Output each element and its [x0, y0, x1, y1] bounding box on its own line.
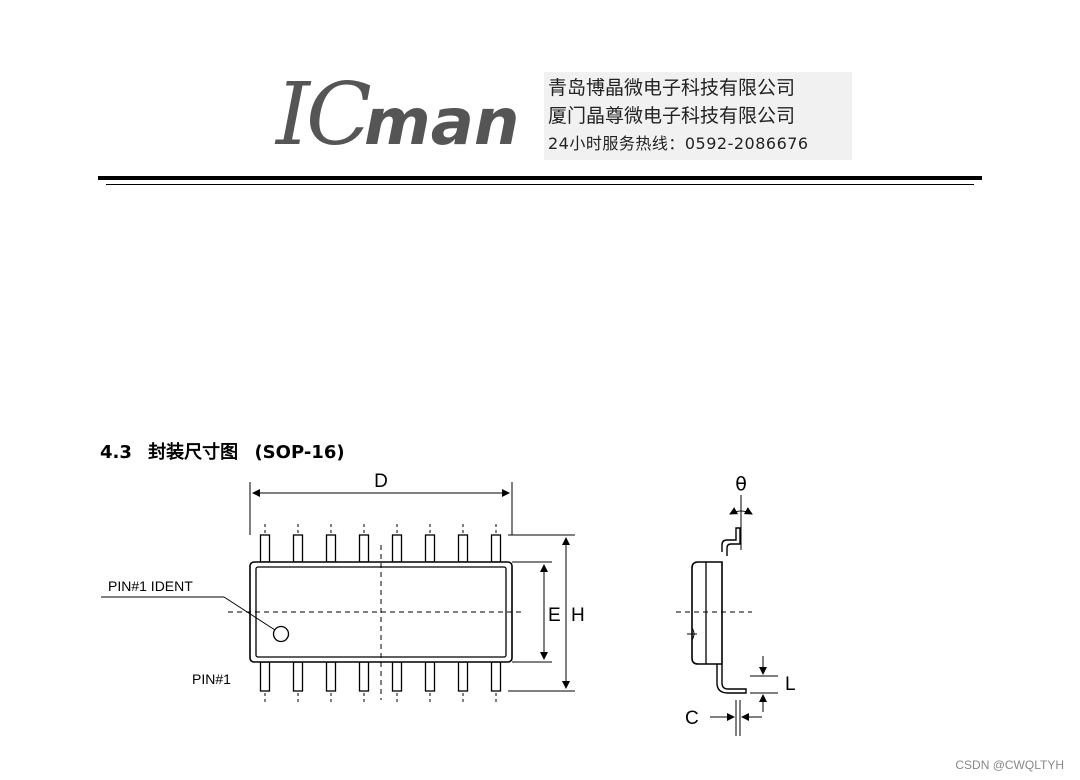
- svg-text:I: I: [274, 65, 312, 158]
- svg-text:C: C: [306, 65, 372, 158]
- header-rule-thin: [106, 184, 974, 185]
- dim-d-label: D: [374, 471, 388, 492]
- section-title-text: 封装尺寸图: [148, 442, 239, 463]
- pin-top-15: [292, 534, 304, 563]
- side-view: θ L C: [676, 473, 796, 736]
- dim-e-label: E: [548, 605, 561, 626]
- pin1-leader-d: [223, 596, 276, 631]
- pin1-dot: [272, 625, 290, 643]
- pin-bottom-5: [391, 661, 403, 692]
- pin-top-11: [424, 534, 436, 563]
- dim-l-label: L: [785, 674, 796, 695]
- pin-top-10: [457, 534, 469, 563]
- pin-bottom-1: [259, 661, 271, 692]
- theta-label: θ: [735, 473, 747, 495]
- section-package-name: (SOP-16): [254, 442, 345, 463]
- theta-arc: [729, 507, 753, 515]
- pin-bottom-3: [325, 661, 337, 692]
- pin-top-12: [391, 534, 403, 563]
- side-lead-upper: [721, 527, 741, 556]
- pin-top-14: [325, 534, 337, 563]
- pin-bottom-8: [490, 661, 502, 692]
- company-name-xiamen: 厦门晶尊微电子科技有限公司: [548, 105, 796, 127]
- pin-bottom-2: [292, 661, 304, 692]
- header-rule-thick: [98, 176, 982, 180]
- pin1-ident-label: PIN#1 IDENT: [108, 578, 193, 594]
- company-name-qingdao: 青岛博晶微电子科技有限公司: [548, 77, 796, 99]
- svg-text:man: man: [364, 86, 519, 158]
- icman-logo: I C man: [274, 65, 519, 158]
- top-view: D PIN#1 IDENT PIN#1 E H: [101, 471, 585, 702]
- section-heading: 4.3 封装尺寸图 (SOP-16): [100, 438, 355, 464]
- dim-h-label: H: [571, 605, 585, 626]
- section-number: 4.3: [100, 442, 132, 463]
- sop16-package-drawing: D PIN#1 IDENT PIN#1 E H: [101, 471, 796, 736]
- side-body: [691, 561, 723, 665]
- pin-bottom-4: [358, 661, 370, 692]
- side-lead-lower: [716, 664, 747, 694]
- company-info: 青岛博晶微电子科技有限公司 厦门晶尊微电子科技有限公司 24小时服务热线：059…: [544, 72, 852, 160]
- pin-bottom-6: [424, 661, 436, 692]
- dim-c-label: C: [685, 708, 699, 729]
- pin-top-9: [490, 534, 502, 563]
- pin-bottom-7: [457, 661, 469, 692]
- watermark: CSDN @CWQLTYH: [955, 758, 1064, 772]
- pin-top-16: [259, 534, 271, 563]
- pin-top-13: [358, 534, 370, 563]
- service-hotline: 24小时服务热线：0592-2086676: [548, 134, 809, 153]
- pin1-label: PIN#1: [192, 671, 231, 687]
